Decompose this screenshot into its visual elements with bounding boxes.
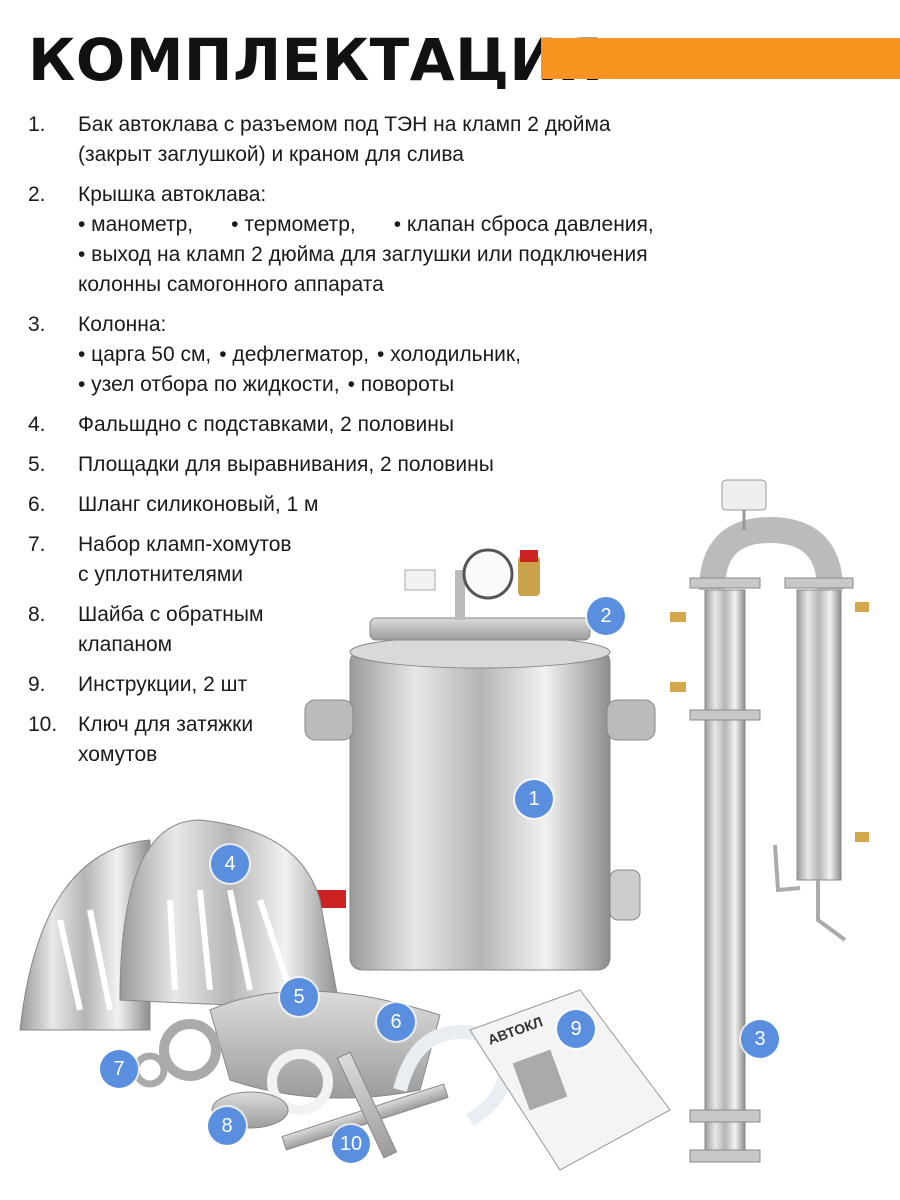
item-sublist: • царга 50 см, • дефлегматор, • холодиль… xyxy=(78,340,888,370)
item-number: 5. xyxy=(28,453,46,476)
list-item-10: 10. Ключ для затяжки хомутов xyxy=(28,710,378,770)
item-number: 1. xyxy=(28,113,46,136)
badge-clamps: 7 xyxy=(100,1050,138,1088)
sub-item: • манометр, xyxy=(78,213,194,236)
list-item-7: 7. Набор кламп-хомутов с уплотнителями xyxy=(28,530,378,590)
tank-illustration xyxy=(304,548,656,971)
column-illustration xyxy=(670,479,869,1163)
item-text: Инструкции, 2 шт xyxy=(78,673,248,696)
sub-item: • дефлегматор, xyxy=(219,343,370,366)
item-number: 9. xyxy=(28,673,46,696)
item-number: 3. xyxy=(28,313,46,336)
item-text: Шланг силиконовый, 1 м xyxy=(78,493,319,516)
badge-hose: 6 xyxy=(377,1003,415,1041)
sub-item: • царга 50 см, xyxy=(78,343,212,366)
badge-wrench: 10 xyxy=(332,1125,370,1163)
item-text-line: клапаном xyxy=(78,633,173,656)
sub-item: • узел отбора по жидкости, xyxy=(78,373,340,396)
list-item-6: 6. Шланг силиконовый, 1 м xyxy=(28,490,888,520)
item-number: 6. xyxy=(28,493,46,516)
item-text-line: Шайба с обратным xyxy=(78,603,264,626)
contents-list: 1. Бак автоклава с разъемом под ТЭН на к… xyxy=(28,110,888,780)
item-sublist: • узел отбора по жидкости, • повороты xyxy=(78,370,888,400)
page-title: КОМПЛЕКТАЦИЯ xyxy=(28,26,604,94)
badge-washer: 8 xyxy=(208,1107,246,1145)
item-sublist: • манометр, • термометр, • клапан сброса… xyxy=(78,210,888,240)
sub-item: колонны самогонного аппарата xyxy=(78,273,384,296)
item-heading: Колонна: xyxy=(78,313,167,336)
list-item-1: 1. Бак автоклава с разъемом под ТЭН на к… xyxy=(28,110,888,170)
item-text: Площадки для выравнивания, 2 половины xyxy=(78,453,494,476)
badge-column: 3 xyxy=(741,1020,779,1058)
badge-lid: 2 xyxy=(587,597,625,635)
item-number: 2. xyxy=(28,183,46,206)
wrench-illustration xyxy=(281,1051,449,1159)
sub-item: • холодильник, xyxy=(377,343,521,366)
sub-item: • выход на кламп 2 дюйма для заглушки ил… xyxy=(78,243,648,266)
list-item-2: 2. Крышка автоклава: • манометр, • термо… xyxy=(28,180,888,300)
item-number: 7. xyxy=(28,533,46,556)
list-item-3: 3. Колонна: • царга 50 см, • дефлегматор… xyxy=(28,310,888,400)
list-item-9: 9. Инструкции, 2 шт xyxy=(28,670,378,700)
sub-item: • клапан сброса давления, xyxy=(393,213,654,236)
item-heading: Крышка автоклава: xyxy=(78,183,267,206)
item-text-line: хомутов xyxy=(78,743,158,766)
item-text-line: (закрыт заглушкой) и краном для слива xyxy=(78,143,464,166)
accent-bar xyxy=(541,38,900,79)
clamps-illustration xyxy=(132,1019,333,1115)
product-photo: АВТОКЛ xyxy=(19,479,869,1171)
sub-item: • термометр, xyxy=(231,213,356,236)
item-text: Фальшдно с подставками, 2 половины xyxy=(78,413,454,436)
item-number: 4. xyxy=(28,413,46,436)
list-item-8: 8. Шайба с обратным клапаном xyxy=(28,600,378,660)
list-item-4: 4. Фальшдно с подставками, 2 половины xyxy=(28,410,888,440)
item-number: 8. xyxy=(28,603,46,626)
false-bottom-illustration xyxy=(19,819,341,1031)
manual-illustration: АВТОКЛ xyxy=(469,989,671,1171)
item-text-line: с уплотнителями xyxy=(78,563,244,586)
sub-item: • повороты xyxy=(347,373,455,396)
item-text-line: Набор кламп-хомутов xyxy=(78,533,292,556)
badge-leveling-plates: 5 xyxy=(280,978,318,1016)
item-text-line: Ключ для затяжки xyxy=(78,713,254,736)
badge-false-bottom: 4 xyxy=(211,845,249,883)
badge-manual: 9 xyxy=(557,1010,595,1048)
badge-tank: 1 xyxy=(515,780,553,818)
list-item-5: 5. Площадки для выравнивания, 2 половины xyxy=(28,450,888,480)
item-text-line: Бак автоклава с разъемом под ТЭН на клам… xyxy=(78,113,611,136)
item-number: 10. xyxy=(28,713,58,736)
